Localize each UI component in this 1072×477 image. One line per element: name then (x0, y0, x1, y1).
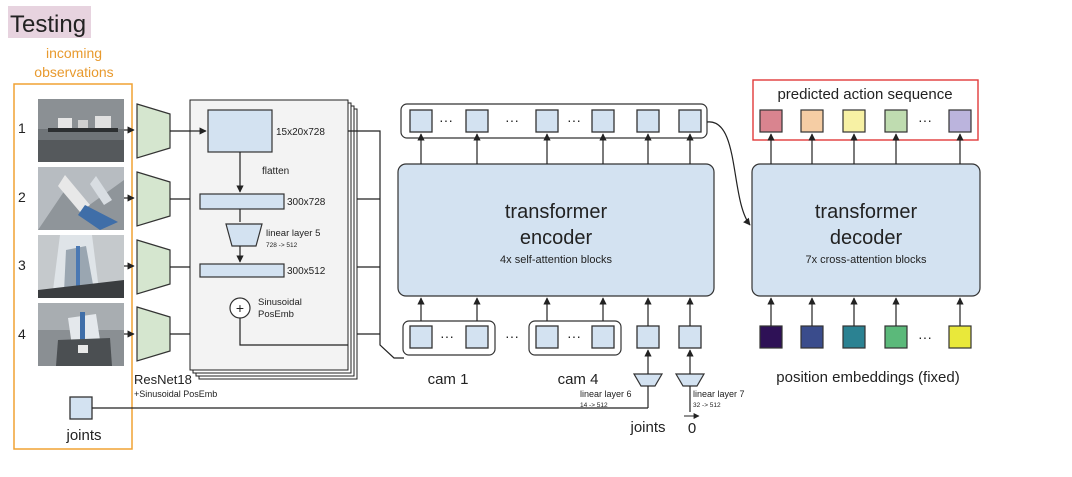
position-embedding-token-5 (948, 325, 972, 349)
cam1-token (465, 325, 489, 349)
encoder-title-line1: transformer (505, 201, 608, 223)
cam4-token (535, 325, 559, 349)
encoder-title-line2: encoder (520, 227, 593, 249)
ellipsis: ··· (567, 328, 581, 344)
encoder-output-token (678, 109, 702, 133)
ellipsis: ··· (439, 112, 453, 128)
encoder-output-token (591, 109, 615, 133)
camera-image-2 (38, 167, 124, 230)
action-token-4 (884, 109, 908, 133)
observations-caption-line2: observations (34, 64, 113, 80)
flattened-shape: 300x728 (287, 197, 326, 208)
decoder-title-line2: decoder (830, 227, 903, 249)
ellipsis: ··· (440, 328, 454, 344)
ellipsis: ··· (918, 329, 932, 345)
resnet-block-3 (136, 239, 171, 295)
position-embedding-token-1 (759, 325, 783, 349)
position-embedding-token-3 (842, 325, 866, 349)
ellipsis: ··· (918, 112, 932, 128)
encoder-output-token (535, 109, 559, 133)
feature-map-shape: 15x20x728 (276, 127, 325, 138)
resnet-block-4 (136, 306, 171, 362)
position-embedding-token-4 (884, 325, 908, 349)
encoder-output-token (465, 109, 489, 133)
linear-layer-6-label: linear layer 6 (580, 389, 632, 399)
zero-vector-symbol: 0 (688, 420, 696, 437)
linear-layer-6-block (632, 373, 664, 387)
cam4-label: cam 4 (558, 371, 599, 388)
transformer-encoder-block (397, 163, 715, 297)
plus-symbol: + (236, 300, 244, 316)
sinusoidal-posemb-line2: PosEmb (258, 309, 294, 320)
action-token-3 (842, 109, 866, 133)
resnet-block-2 (136, 171, 171, 227)
action-token-5 (948, 109, 972, 133)
linear-layer-6-dims: 14 -> 512 (580, 402, 608, 409)
flattened-block (199, 193, 285, 210)
flatten-label: flatten (262, 166, 289, 177)
projected-block (199, 263, 285, 278)
feature-map-block (207, 109, 273, 153)
encoder-subtitle: 4x self-attention blocks (500, 254, 612, 266)
joints-bottom-label: joints (629, 419, 665, 436)
action-token-2 (800, 109, 824, 133)
encoder-output-token (409, 109, 433, 133)
action-token-1 (759, 109, 783, 133)
resnet-label: ResNet18 (134, 372, 192, 387)
decoder-title-line1: transformer (815, 201, 918, 223)
camera-number-4: 4 (18, 326, 26, 342)
page-title: Testing (10, 11, 86, 38)
camera-number-3: 3 (18, 257, 26, 273)
resnet-block-1 (136, 103, 171, 159)
latent-token (678, 325, 702, 349)
decoder-subtitle: 7x cross-attention blocks (805, 254, 927, 266)
linear-layer-7-block (674, 373, 706, 387)
encoder-output-token (636, 109, 660, 133)
cam1-label: cam 1 (428, 371, 469, 388)
linear-layer-7-label: linear layer 7 (693, 389, 745, 399)
camera-image-4 (38, 303, 124, 366)
joints-input-label: joints (65, 427, 101, 444)
camera-number-1: 1 (18, 120, 26, 136)
predicted-action-label: predicted action sequence (777, 86, 952, 103)
resnet-sublabel: +Sinusoidal PosEmb (134, 389, 217, 399)
projected-shape: 300x512 (287, 266, 326, 277)
linear-layer-5-label: linear layer 5 (266, 228, 320, 239)
ellipsis: ··· (505, 112, 519, 128)
sinusoidal-posemb-line1: Sinusoidal (258, 297, 302, 308)
cam4-token (591, 325, 615, 349)
position-embedding-tokens (759, 325, 972, 349)
cam1-token (409, 325, 433, 349)
camera-number-2: 2 (18, 189, 26, 205)
linear-layer-7-dims: 32 -> 512 (693, 402, 721, 409)
ellipsis: ··· (505, 328, 519, 344)
camera-image-1 (38, 99, 124, 162)
ellipsis: ··· (567, 112, 581, 128)
observations-caption-line1: incoming (46, 45, 102, 61)
linear-layer-5-dims: 728 -> 512 (266, 242, 298, 249)
joints-token (636, 325, 660, 349)
position-embeddings-label: position embeddings (fixed) (776, 369, 959, 386)
position-embedding-token-2 (800, 325, 824, 349)
joints-input-token (69, 396, 93, 420)
title-highlight (8, 6, 91, 38)
camera-image-3 (38, 235, 124, 298)
predicted-action-frame (752, 79, 979, 141)
predicted-action-tokens (759, 109, 972, 133)
transformer-decoder-block (751, 163, 981, 297)
linear-layer-5-block (225, 223, 263, 247)
